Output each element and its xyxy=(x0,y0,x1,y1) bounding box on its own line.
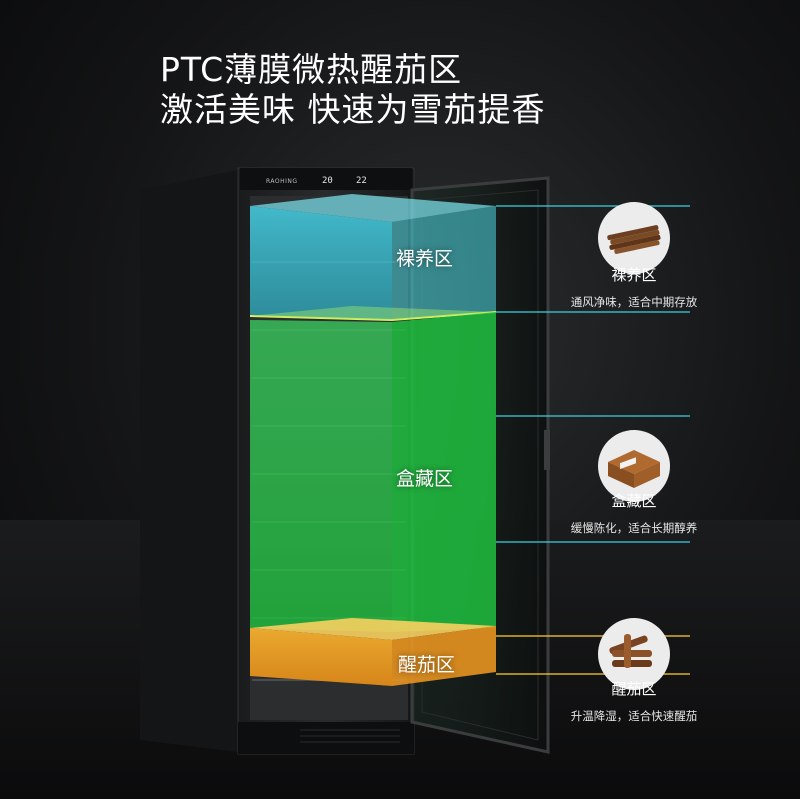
headline: PTC薄膜微热醒茄区 激活美味 快速为雪茄提香 xyxy=(160,50,546,130)
bare-zone-box xyxy=(249,194,497,322)
callout-desc-wake: 升温降湿，适合快速醒茄 xyxy=(570,709,698,723)
callout-desc-bare: 通风净味，适合中期存放 xyxy=(570,295,698,309)
wake-zone-box xyxy=(250,618,496,686)
temp-display-right: 22 xyxy=(356,176,367,186)
cabinet-brand: RAOHING xyxy=(266,178,298,185)
callout-title-bare: 裸养区 xyxy=(611,266,657,284)
headline-line-1: PTC薄膜微热醒茄区 xyxy=(160,50,463,89)
headline-line-2: 激活美味 快速为雪茄提香 xyxy=(160,90,546,129)
zone-label-bare: 裸养区 xyxy=(396,248,454,270)
cigar-bundle-icon xyxy=(598,202,670,274)
cigar-stack-icon xyxy=(598,618,670,690)
temp-display-left: 20 xyxy=(322,176,333,186)
callout-desc-box: 缓慢陈化，适合长期醇养 xyxy=(570,521,698,535)
box-zone-box xyxy=(250,312,496,632)
zone-label-box: 盒藏区 xyxy=(396,468,454,490)
zone-label-wake: 醒茄区 xyxy=(398,654,456,676)
callout-title-wake: 醒茄区 xyxy=(611,680,657,698)
cigar-box-icon xyxy=(598,430,670,502)
callout-title-box: 盒藏区 xyxy=(611,492,657,510)
